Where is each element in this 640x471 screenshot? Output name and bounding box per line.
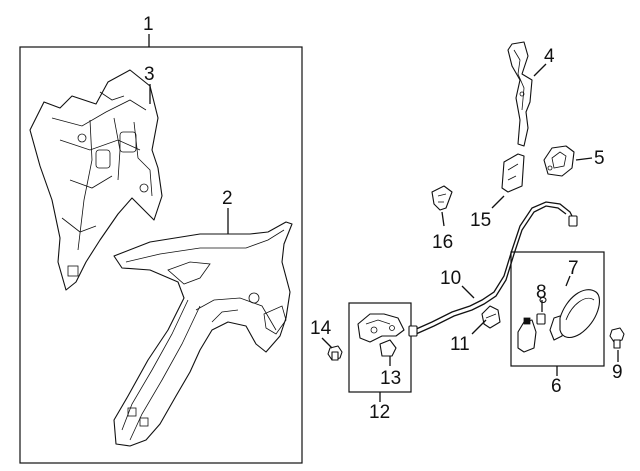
bolt-14 bbox=[327, 345, 343, 361]
fuel-door-lock-assembly bbox=[357, 313, 405, 357]
release-cable bbox=[408, 201, 578, 337]
callout-2: 2 bbox=[222, 188, 233, 209]
callout-6: 6 bbox=[551, 376, 562, 397]
callout-3: 3 bbox=[144, 64, 155, 85]
callout-8: 8 bbox=[536, 282, 547, 303]
callout-5: 5 bbox=[594, 148, 605, 169]
callout-12: 12 bbox=[369, 402, 390, 423]
callout-13: 13 bbox=[380, 368, 401, 389]
small-bracket bbox=[431, 185, 453, 211]
callout-1: 1 bbox=[143, 14, 154, 35]
upper-reinforcement bbox=[507, 41, 533, 147]
callouts: 1 3 2 4 5 7 8 6 9 10 11 12 13 14 15 16 bbox=[143, 14, 623, 423]
inner-wheelhouse-panel bbox=[29, 69, 163, 291]
quarter-panel bbox=[113, 221, 293, 447]
callout-15: 15 bbox=[470, 210, 491, 231]
bolt-9 bbox=[609, 327, 625, 349]
assembly-box-1 bbox=[19, 46, 303, 464]
callout-4: 4 bbox=[544, 46, 555, 67]
cable-clip bbox=[481, 305, 501, 329]
leader-lines bbox=[148, 34, 619, 402]
callout-11: 11 bbox=[450, 334, 470, 355]
callout-10: 10 bbox=[440, 268, 461, 289]
fuel-door-assembly bbox=[517, 289, 600, 353]
callout-9: 9 bbox=[612, 362, 623, 383]
callout-7: 7 bbox=[568, 258, 579, 279]
bracket bbox=[501, 153, 525, 193]
callout-14: 14 bbox=[310, 318, 332, 339]
fuel-door-pocket bbox=[543, 145, 575, 177]
callout-16: 16 bbox=[432, 232, 453, 253]
